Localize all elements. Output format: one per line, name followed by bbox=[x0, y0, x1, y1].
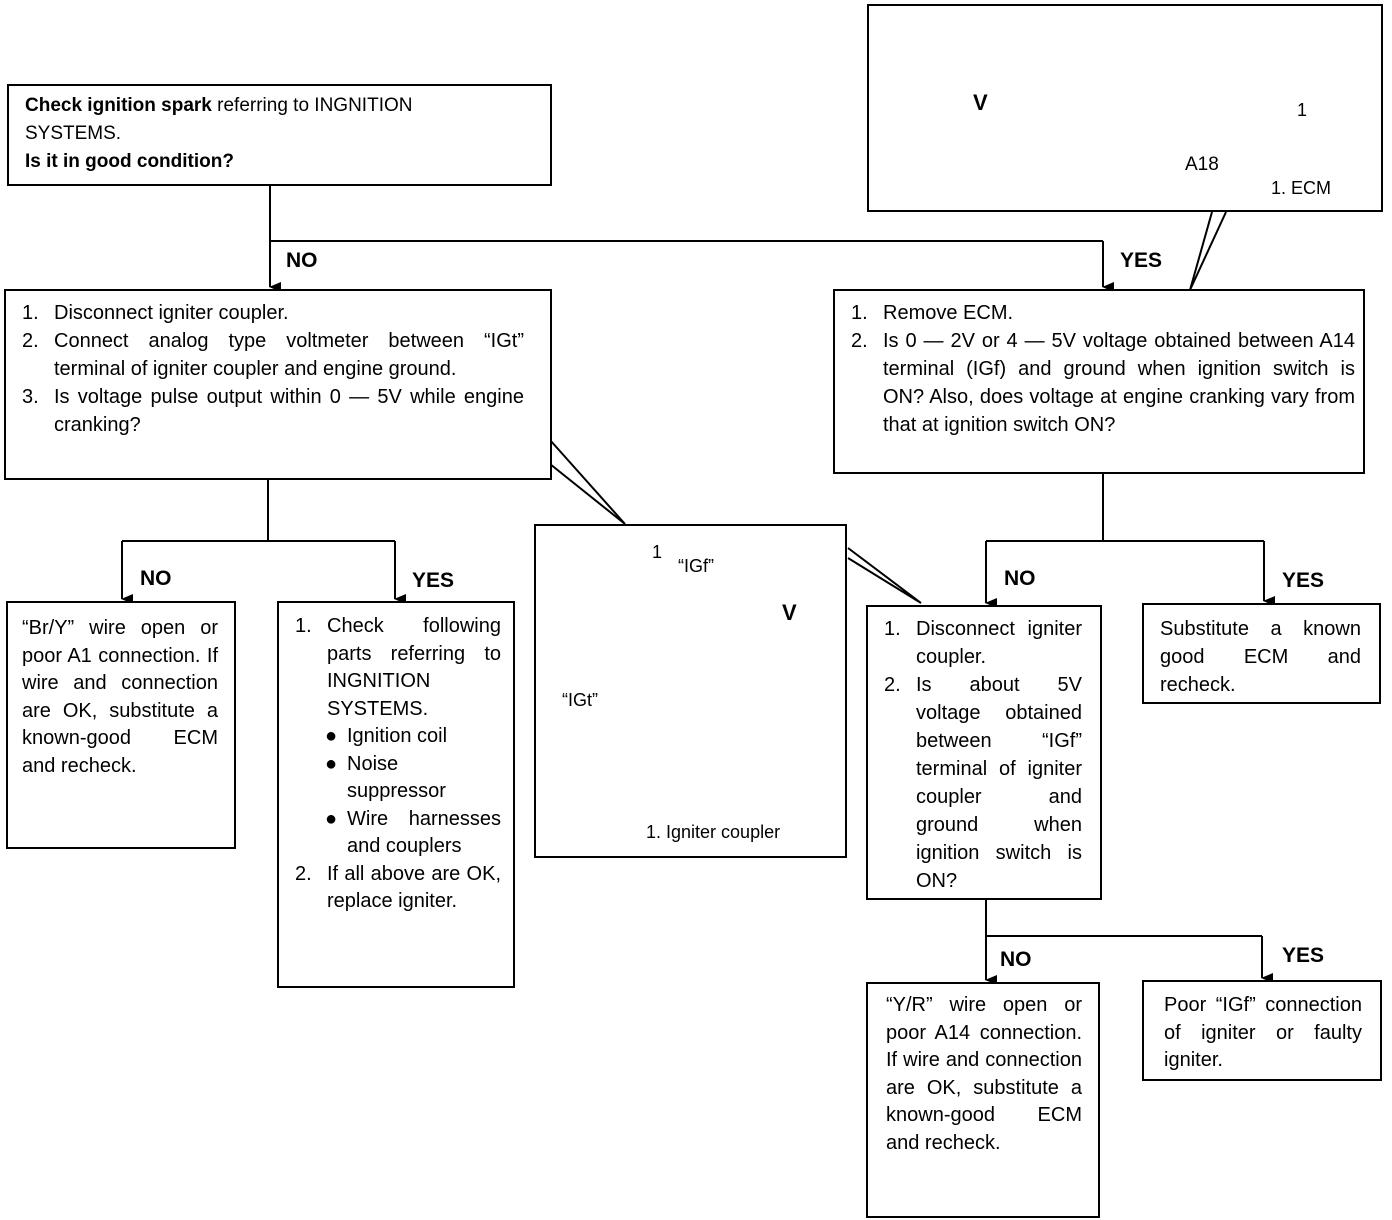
check-parts-box: 1.Check following parts referring to ING… bbox=[277, 601, 515, 988]
substitute-ecm-text: Substitute a known good ECM and recheck. bbox=[1160, 618, 1361, 696]
label-no-3: NO bbox=[1004, 567, 1036, 590]
ecm-callout-number: 1 bbox=[1297, 100, 1308, 120]
igf-item-2: 2.Is about 5V voltage obtained between “… bbox=[884, 674, 1082, 892]
ecm-item-1: 1.Remove ECM. bbox=[851, 302, 1014, 324]
igf-item-1: 1.Disconnect igniter coupler. bbox=[884, 618, 1082, 668]
ecm-meter-symbol: V bbox=[973, 90, 988, 115]
igt-item-3: 3.Is voltage pulse output within 0 — 5V … bbox=[22, 386, 524, 436]
ecm-figure-leader bbox=[1189, 211, 1227, 291]
igt-check-box: 1.Disconnect igniter coupler. 2.Connect … bbox=[4, 289, 552, 480]
start-box: Check ignition spark referring to INGNIT… bbox=[7, 84, 552, 186]
igt-item-1: 1.Disconnect igniter coupler. bbox=[22, 302, 289, 324]
start-rest-text: referring to INGNITION bbox=[211, 95, 413, 116]
y-r-text: “Y/R” wire open or poor A14 connection. … bbox=[886, 994, 1082, 1154]
ecm-check-box: 1.Remove ECM. 2.Is 0 — 2V or 4 — 5V volt… bbox=[833, 289, 1365, 474]
coupler-igt-label: “IGt” bbox=[562, 690, 598, 710]
bullet-wire-harnesses: ●Wire harnesses and couplers bbox=[325, 807, 501, 858]
poor-igf-text: Poor “IGf” connection of igniter or faul… bbox=[1164, 994, 1362, 1071]
start-line-2: SYSTEMS. bbox=[25, 123, 122, 144]
label-no-2: NO bbox=[140, 567, 172, 590]
coupler-meter-symbol: V bbox=[782, 600, 797, 625]
start-bold-text: Check ignition spark bbox=[25, 95, 212, 116]
label-yes-3: YES bbox=[1282, 569, 1325, 592]
label-yes-4: YES bbox=[1282, 944, 1325, 967]
substitute-ecm-box: Substitute a known good ECM and recheck. bbox=[1142, 603, 1381, 704]
start-question: Is it in good condition? bbox=[25, 151, 234, 172]
ecm-terminal-label: A18 bbox=[1185, 154, 1219, 175]
coupler-igf-label: “IGf” bbox=[678, 556, 714, 576]
label-no-4: NO bbox=[1000, 948, 1032, 971]
y-r-result-box: “Y/R” wire open or poor A14 connection. … bbox=[866, 982, 1100, 1218]
coupler-figure: V 1 “IGf” “IGt” 1. Igniter coupler bbox=[534, 524, 847, 858]
parts-item-2: 2.If all above are OK, replace igniter. bbox=[295, 862, 501, 913]
igf-check-box: 1.Disconnect igniter coupler. 2.Is about… bbox=[866, 605, 1102, 900]
label-yes-2: YES bbox=[412, 569, 455, 592]
bullet-noise-suppressor: ●Noise suppressor bbox=[325, 752, 446, 803]
coupler-caption: 1. Igniter coupler bbox=[646, 822, 781, 842]
ecm-figure: V 1 A18 1. ECM bbox=[867, 4, 1383, 212]
br-y-result-box: “Br/Y” wire open or poor A1 connection. … bbox=[6, 601, 236, 849]
start-line-1: Check ignition spark referring to INGNIT… bbox=[25, 92, 550, 120]
coupler-figure-leader-left bbox=[544, 439, 626, 525]
bullet-ignition-coil: ●Ignition coil bbox=[325, 725, 448, 747]
ecm-item-2: 2.Is 0 — 2V or 4 — 5V voltage obtained b… bbox=[851, 330, 1355, 436]
igt-item-2: 2.Connect analog type voltmeter between … bbox=[22, 330, 524, 380]
label-no-1: NO bbox=[286, 249, 318, 272]
ecm-caption: 1. ECM bbox=[1271, 178, 1332, 198]
parts-item-1: 1.Check following parts referring to ING… bbox=[295, 615, 501, 720]
coupler-figure-leader-right bbox=[847, 547, 922, 604]
br-y-text: “Br/Y” wire open or poor A1 connection. … bbox=[22, 617, 218, 777]
coupler-callout-number: 1 bbox=[652, 542, 663, 562]
poor-igf-box: Poor “IGf” connection of igniter or faul… bbox=[1142, 980, 1382, 1081]
label-yes-1: YES bbox=[1120, 249, 1163, 272]
